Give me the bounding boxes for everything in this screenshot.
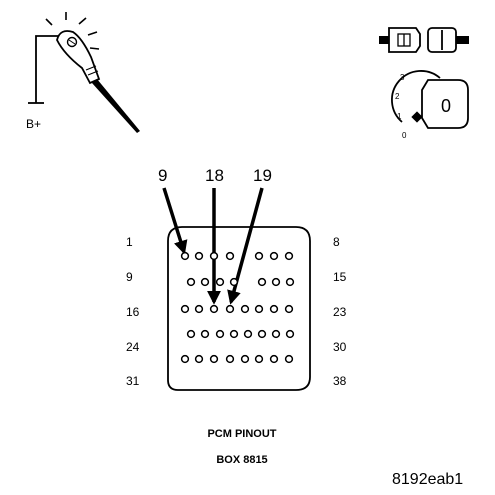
pin-cavity-r1-c2 xyxy=(194,251,204,261)
pin-cavity-r3-c3 xyxy=(209,304,219,314)
pin-cavity-r4-c1 xyxy=(186,329,196,339)
pin-cavity-r2-c7 xyxy=(285,277,295,287)
pin-cavity-r1-c4 xyxy=(225,251,235,261)
row-label-left-3: 16 xyxy=(126,305,140,319)
pin-cavity-r3-c7 xyxy=(269,304,279,314)
connector-pins xyxy=(180,251,295,364)
caption-title: PCM PINOUT xyxy=(207,428,276,440)
row-label-right-3: 23 xyxy=(333,305,347,319)
pin-cavity-r5-c4 xyxy=(225,354,235,364)
ignition-key-position: 0 xyxy=(441,96,451,116)
pin-cavity-r3-c4 xyxy=(225,304,235,314)
pin-cavity-r3-c6 xyxy=(254,304,264,314)
pin-cavity-r1-c6 xyxy=(269,251,279,261)
callout-pin-19: 19 xyxy=(253,166,272,185)
pin-cavity-r3-c5 xyxy=(240,304,250,314)
ignition-position-2: 2 xyxy=(395,92,400,101)
pin-cavity-r5-c2 xyxy=(194,354,204,364)
ignition-position-0: 0 xyxy=(402,131,407,140)
callout-arrow-9 xyxy=(162,187,188,255)
row-label-left-1: 1 xyxy=(126,235,133,249)
row-label-right-4: 30 xyxy=(333,340,347,354)
pin-cavity-r1-c3 xyxy=(209,251,219,261)
pin-cavity-r5-c3 xyxy=(209,354,219,364)
row-label-right-5: 38 xyxy=(333,374,347,388)
pin-cavity-r3-c2 xyxy=(194,304,204,314)
pin-cavity-r5-c1 xyxy=(180,354,190,364)
test-light-icon xyxy=(28,12,140,133)
callout-pin-9: 9 xyxy=(158,166,167,185)
test-light-supply-label: B+ xyxy=(26,117,41,131)
pin-cavity-r2-c6 xyxy=(271,277,281,287)
pin-cavity-r1-c1 xyxy=(180,251,190,261)
connector-disconnect-icon xyxy=(379,27,469,53)
pin-cavity-r4-c2 xyxy=(200,329,210,339)
pin-cavity-r5-c8 xyxy=(284,354,294,364)
figure-code: 8192eab1 xyxy=(392,471,463,488)
row-label-left-2: 9 xyxy=(126,270,133,284)
pin-cavity-r3-c1 xyxy=(180,304,190,314)
callout-pin-18: 18 xyxy=(205,166,224,185)
pin-cavity-r3-c8 xyxy=(284,304,294,314)
row-label-right-1: 8 xyxy=(333,235,340,249)
pin-cavity-r4-c3 xyxy=(215,329,225,339)
pin-cavity-r5-c6 xyxy=(254,354,264,364)
pin-cavity-r5-c7 xyxy=(269,354,279,364)
pin-cavity-r4-c6 xyxy=(257,329,267,339)
pin-cavity-r2-c1 xyxy=(186,277,196,287)
pin-cavity-r5-c5 xyxy=(240,354,250,364)
pin-cavity-r4-c7 xyxy=(271,329,281,339)
pin-cavity-r1-c7 xyxy=(284,251,294,261)
pin-cavity-r4-c5 xyxy=(243,329,253,339)
pin-cavity-r4-c4 xyxy=(229,329,239,339)
pcm-connector-body xyxy=(167,226,311,391)
pin-cavity-r2-c5 xyxy=(257,277,267,287)
pin-cavity-r4-c8 xyxy=(285,329,295,339)
caption-box-number: BOX 8815 xyxy=(216,454,267,466)
ignition-position-1: 1 xyxy=(397,112,402,121)
pin-cavity-r2-c2 xyxy=(200,277,210,287)
pin-cavity-r1-c5 xyxy=(254,251,264,261)
row-label-right-2: 15 xyxy=(333,270,347,284)
row-label-left-4: 24 xyxy=(126,340,140,354)
row-label-left-5: 31 xyxy=(126,374,140,388)
ignition-position-3: 3 xyxy=(400,73,405,82)
pin-cavity-r2-c4 xyxy=(229,277,239,287)
pin-cavity-r2-c3 xyxy=(215,277,225,287)
